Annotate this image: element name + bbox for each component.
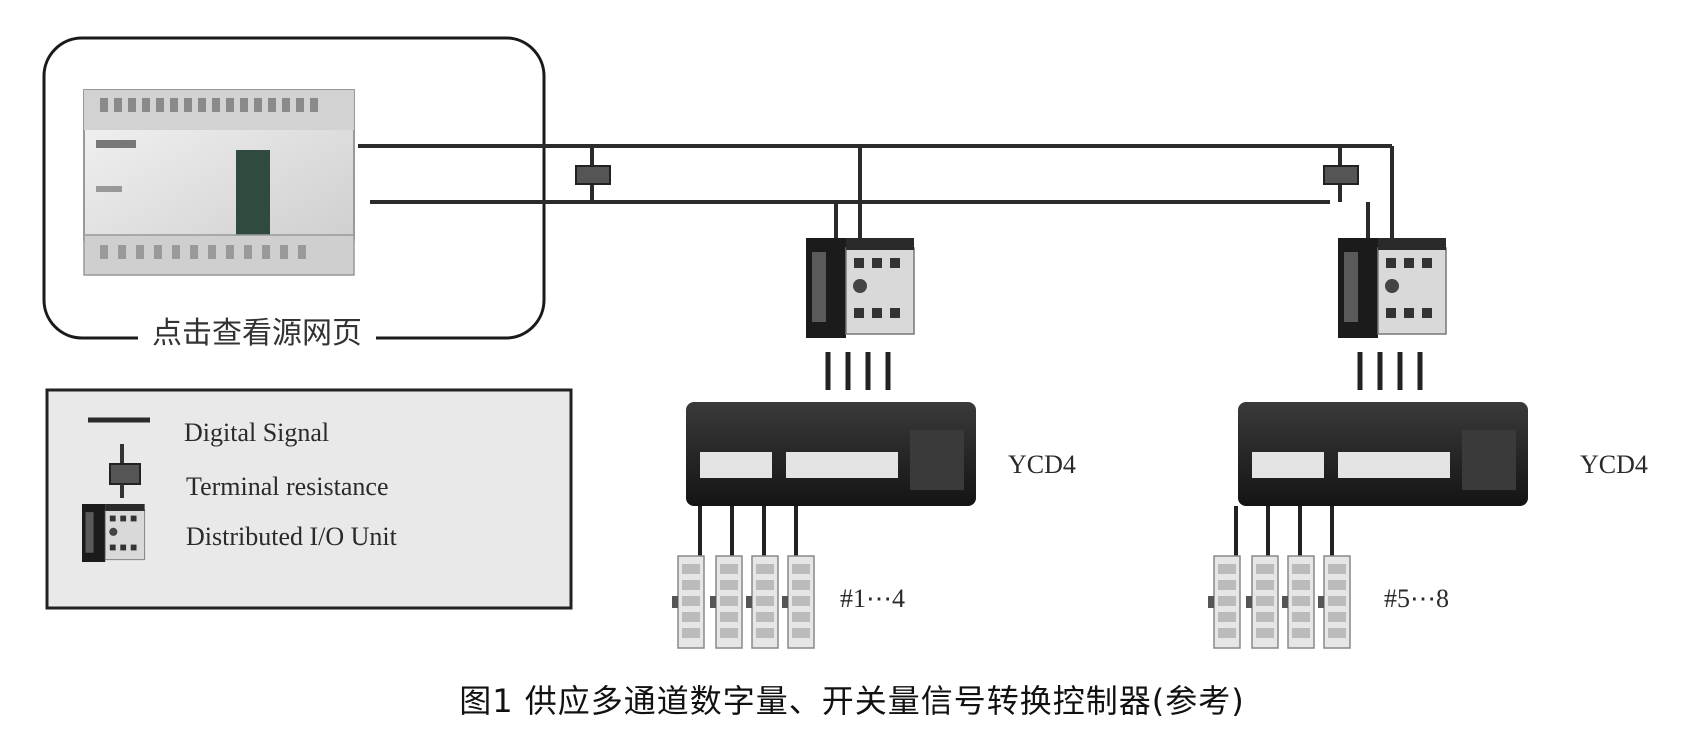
legend-box bbox=[45, 388, 573, 610]
plc-device bbox=[83, 89, 355, 276]
terminal-resistor-2 bbox=[1323, 165, 1359, 185]
module-group-1 bbox=[671, 555, 815, 649]
ycd4-label-2: YCD4 bbox=[1580, 450, 1648, 479]
ycd4-converter-2 bbox=[1238, 402, 1528, 506]
ycd4-converter-1 bbox=[686, 402, 976, 506]
io-unit-icon bbox=[81, 503, 146, 563]
terminal-resistor-icon bbox=[109, 444, 141, 498]
legend-terminal-resistance-label: Terminal resistance bbox=[186, 472, 389, 501]
relay-wires bbox=[825, 352, 1423, 390]
io-unit-2 bbox=[1337, 237, 1447, 339]
figure-caption: 图1 供应多通道数字量、开关量信号转换控制器(参考) bbox=[459, 682, 1245, 720]
ycd4-label-1: YCD4 bbox=[1008, 450, 1076, 479]
io-unit-1 bbox=[805, 237, 915, 339]
module-group-2 bbox=[1207, 555, 1351, 649]
bus-lines bbox=[358, 144, 1394, 245]
module-wires bbox=[698, 506, 1334, 556]
legend-digital-signal-label: Digital Signal bbox=[184, 418, 330, 447]
group-label-2: #5⋯8 bbox=[1384, 584, 1449, 613]
legend-io-unit-label: Distributed I/O Unit bbox=[186, 522, 397, 551]
plc-label: 点击查看源网页 bbox=[138, 308, 376, 352]
terminal-resistor-1 bbox=[575, 165, 611, 185]
group-label-1: #1⋯4 bbox=[840, 584, 905, 613]
